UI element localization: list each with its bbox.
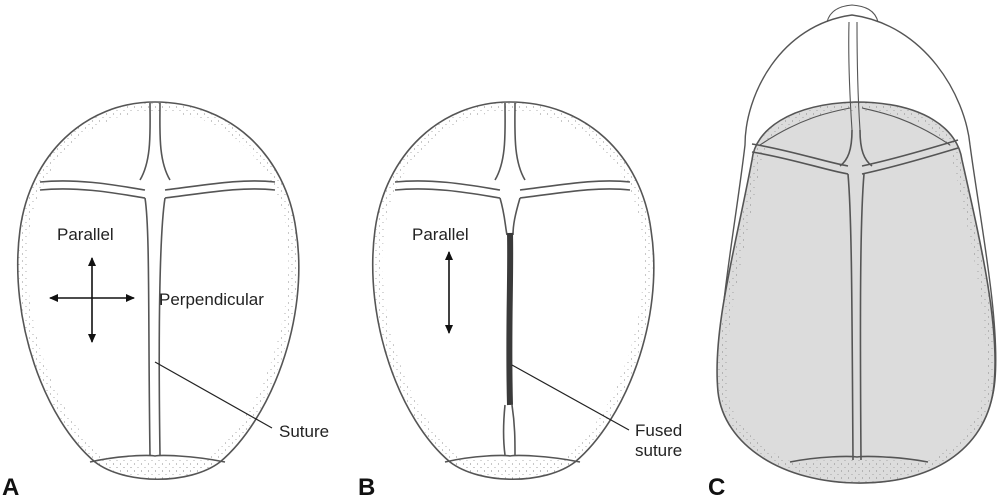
fused-label-b-line1: Fused [635, 421, 682, 440]
parallel-label-b: Parallel [412, 225, 469, 244]
panel-c: C [708, 5, 996, 497]
panel-b-letter: B [358, 474, 375, 497]
panel-a-letter: A [2, 474, 19, 497]
panel-a: Parallel Perpendicular Suture A [2, 102, 329, 497]
suture-label-a: Suture [279, 422, 329, 441]
fused-label-b-line2: suture [635, 441, 682, 460]
parallel-label-a: Parallel [57, 225, 114, 244]
panel-b: Parallel Fused suture B [358, 102, 682, 497]
perpendicular-label-a: Perpendicular [159, 290, 264, 309]
panel-c-letter: C [708, 474, 725, 497]
fused-suture-b [509, 233, 510, 405]
